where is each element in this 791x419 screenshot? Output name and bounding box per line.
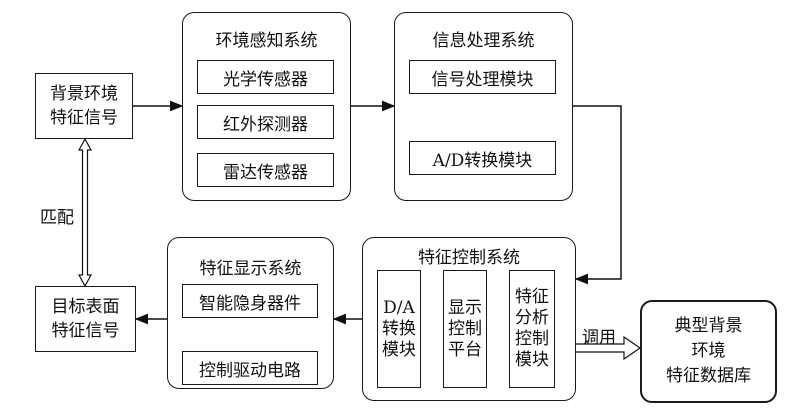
match-double-arrow [77, 137, 93, 288]
perception-system-box: 环境感知系统 光学传感器 红外探测器 雷达传感器 [182, 12, 351, 201]
match-label: 匹配 [40, 208, 74, 228]
control-system-title: 特征控制系统 [418, 248, 520, 268]
target-signal-box: 目标表面 特征信号 [35, 286, 136, 352]
optical-sensor-module: 光学传感器 [197, 60, 334, 94]
signal-processing-module: 信号处理模块 [409, 60, 556, 94]
typical-database-label: 典型背景 环境 特征数据库 [666, 316, 751, 386]
smart-stealth-device-module: 智能隐身器件 [182, 284, 318, 318]
control-drive-circuit-module: 控制驱动电路 [182, 351, 318, 385]
typical-database-box: 典型背景 环境 特征数据库 [640, 300, 777, 403]
invoke-label: 调用 [582, 328, 616, 348]
target-signal-label: 目标表面 特征信号 [51, 297, 120, 341]
display-control-platform: 显示 控制 平台 [443, 270, 487, 388]
da-conversion-module: D/A 转换 模块 [377, 270, 421, 388]
perception-system-title: 环境感知系统 [215, 31, 318, 51]
radar-sensor-module: 雷达传感器 [197, 153, 334, 187]
feature-analysis-control-module: 特征 分析 控制 模块 [509, 270, 555, 388]
processing-system-box: 信息处理系统 信号处理模块 A/D转换模块 [394, 12, 573, 201]
ad-conversion-module: A/D转换模块 [409, 141, 556, 175]
arrow-processing-to-control [573, 105, 622, 285]
display-system-title: 特征显示系统 [199, 259, 302, 279]
processing-system-title: 信息处理系统 [432, 31, 535, 51]
background-signal-label: 背景环境 特征信号 [50, 84, 118, 128]
control-system-box: 特征控制系统 D/A 转换 模块 显示 控制 平台 特征 分析 控制 模块 [362, 237, 576, 401]
background-signal-box: 背景环境 特征信号 [35, 73, 133, 139]
infrared-detector-module: 红外探测器 [197, 105, 334, 139]
display-system-box: 特征显示系统 智能隐身器件 控制驱动电路 [167, 237, 334, 389]
